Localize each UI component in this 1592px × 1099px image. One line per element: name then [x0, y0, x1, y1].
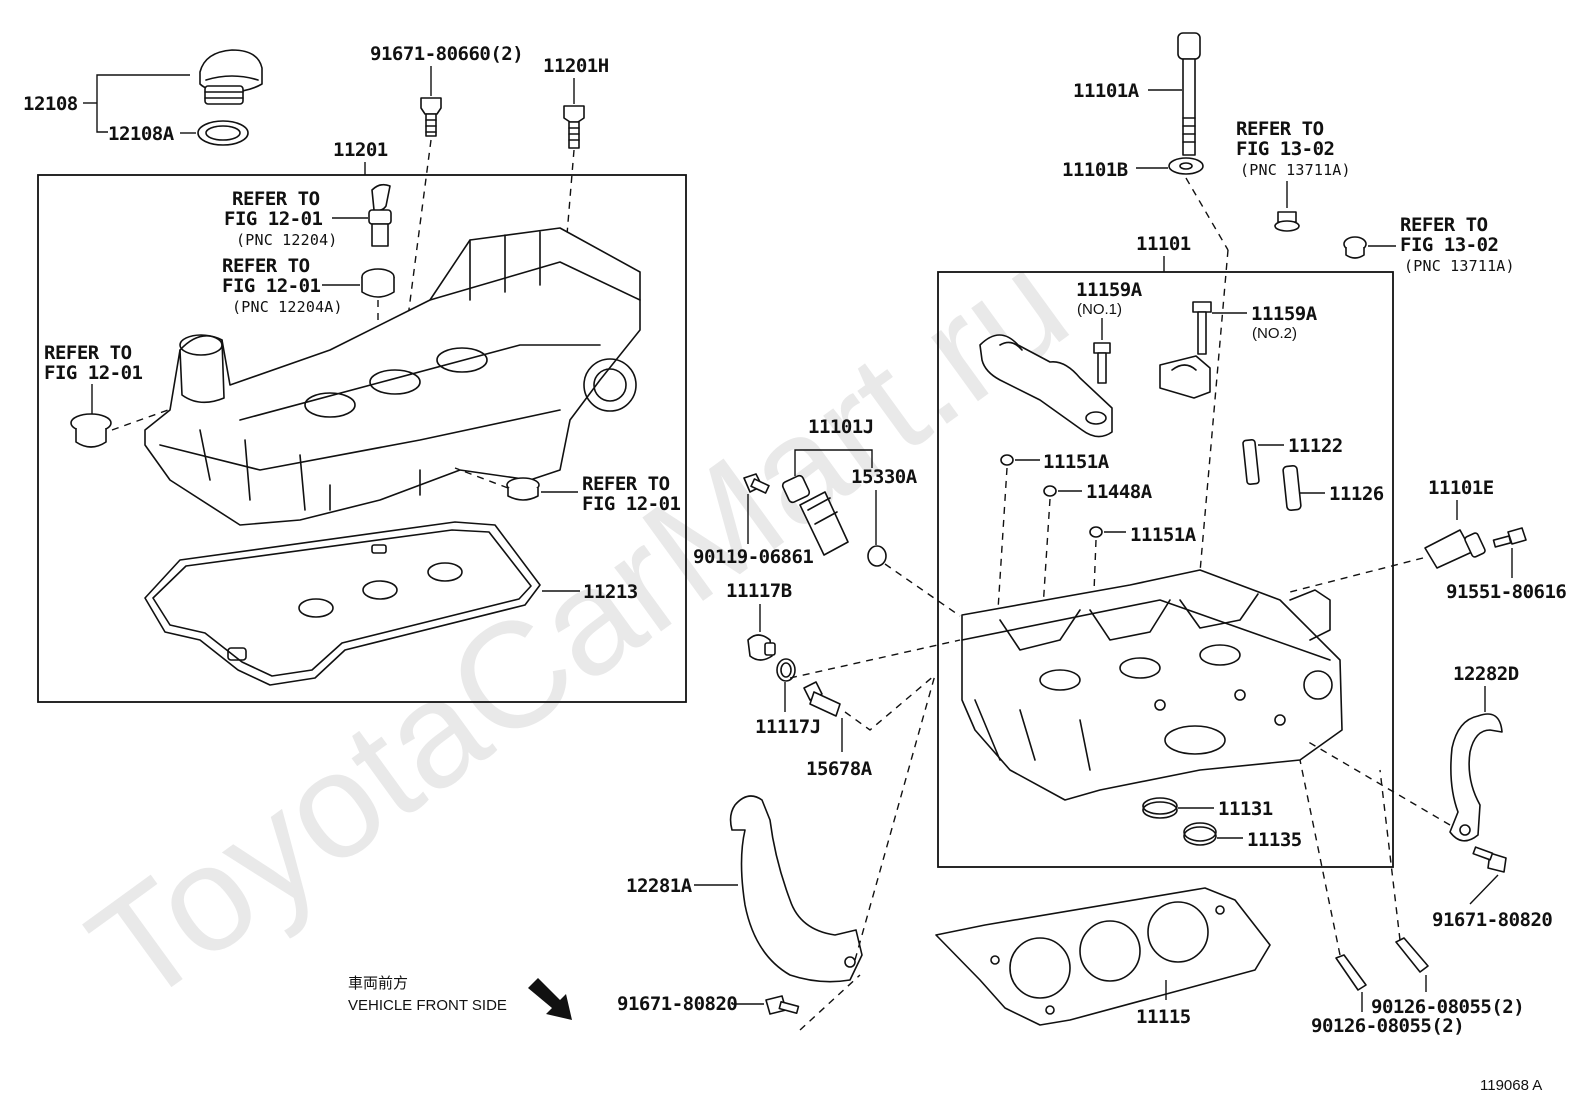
label-12282d: 12282D [1453, 663, 1519, 685]
label-11101j: 11101J [808, 416, 874, 438]
oil-control-valve-icon [781, 474, 849, 556]
label-90126-b: 90126-08055(2) [1371, 996, 1524, 1018]
label-12281a: 12281A [626, 875, 693, 897]
label-refer-13711-a: REFER TO [1236, 118, 1324, 140]
cylinder-head-cover-box [37, 174, 687, 703]
pcv-valve-icon [368, 183, 392, 247]
seal-11135-icon [1183, 822, 1217, 846]
cam-cap-bolt-2-icon [1192, 301, 1212, 355]
label-11159a-2-no: (NO.2) [1252, 325, 1297, 342]
label-91671-80820-l: 91671-80820 [617, 993, 737, 1015]
label-11101: 11101 [1136, 233, 1191, 255]
label-11117j: 11117J [755, 716, 821, 738]
cam-bearing-cap-2-icon [1159, 355, 1211, 399]
label-11159a-2: 11159A [1251, 303, 1318, 325]
label-12108: 12108 [23, 93, 78, 115]
cam-cap-bolt-1-icon [1093, 342, 1111, 384]
oil-filler-cap-icon [199, 49, 263, 105]
label-11448a: 11448A [1086, 481, 1153, 503]
pin-11448a-icon [1043, 485, 1057, 497]
cylinder-head-cover-icon [144, 227, 641, 526]
plug-right-icon [506, 477, 540, 501]
label-11115: 11115 [1136, 1006, 1191, 1028]
plug-13711b-icon [1343, 236, 1367, 259]
valve-guide-11126-icon [1282, 464, 1302, 512]
ocv-bolt-icon [743, 473, 770, 494]
label-refer-13711-b: FIG 13-02 [1236, 138, 1334, 160]
label-11151a-1: 11151A [1043, 451, 1110, 473]
label-refer-12204-b: FIG 12-01 [224, 208, 323, 230]
label-91551-80616: 91551-80616 [1446, 581, 1566, 603]
label-15678a: 15678A [806, 758, 873, 780]
engine-hanger-12282d-icon [1449, 713, 1503, 842]
label-refer-left-a: REFER TO [44, 342, 132, 364]
figure-number: 119068 A [1480, 1077, 1542, 1094]
engine-hanger-12281a-icon [729, 795, 863, 983]
oil-filler-gasket-icon [197, 120, 249, 146]
label-refer-13711b-c: (PNC 13711A) [1404, 257, 1515, 275]
label-11117b: 11117B [726, 580, 792, 602]
grommet-icon [361, 268, 395, 298]
hanger-bolt-l-icon [765, 995, 800, 1015]
cover-bolt-icon [420, 97, 442, 137]
label-15330a: 15330A [851, 466, 918, 488]
label-91671-80660: 91671-80660(2) [370, 43, 523, 65]
label-11126: 11126 [1329, 483, 1384, 505]
label-refer-13711b-a: REFER TO [1400, 214, 1488, 236]
label-refer-right-b: FIG 12-01 [582, 493, 681, 515]
stud-bolt-icon [563, 105, 585, 149]
label-11159a-1: 11159A [1076, 279, 1143, 301]
plug-11117b-icon [747, 634, 776, 661]
label-11101e: 11101E [1428, 477, 1494, 499]
label-refer-left-b: FIG 12-01 [44, 362, 143, 384]
head-bolt-icon [1177, 32, 1201, 156]
front-arrow-icon [528, 978, 572, 1020]
label-refer-13711-c: (PNC 13711A) [1240, 161, 1351, 179]
hanger-bolt-r-icon [1472, 846, 1507, 873]
label-refer-12204a-a: REFER TO [222, 255, 310, 277]
plug-left-icon [70, 413, 112, 448]
label-11101a: 11101A [1073, 80, 1140, 102]
front-note-en: VEHICLE FRONT SIDE [348, 997, 507, 1014]
label-11201: 11201 [333, 139, 388, 161]
gasket-11117j-icon [776, 658, 796, 682]
union-bolt-15678a-icon [803, 681, 841, 717]
label-11131: 11131 [1218, 798, 1273, 820]
o-ring-icon [867, 545, 887, 567]
label-refer-12204a-c: (PNC 12204A) [232, 298, 343, 316]
label-refer-13711b-b: FIG 13-02 [1400, 234, 1498, 256]
pin-11151a-1-icon [1000, 454, 1014, 466]
label-refer-12204a-b: FIG 12-01 [222, 275, 321, 297]
head-gasket-icon [935, 887, 1271, 1026]
label-refer-right-a: REFER TO [582, 473, 670, 495]
label-11135: 11135 [1247, 829, 1302, 851]
label-11151a-2: 11151A [1130, 524, 1197, 546]
pin-11151a-2-icon [1089, 526, 1103, 538]
label-11159a-1-no: (NO.1) [1077, 301, 1122, 318]
label-12108a: 12108A [108, 123, 175, 145]
cylinder-head-box [937, 271, 1394, 868]
label-11201h: 11201H [543, 55, 609, 77]
label-91671-80820-r: 91671-80820 [1432, 909, 1552, 931]
head-bolt-washer-icon [1168, 157, 1204, 175]
label-11101b: 11101B [1062, 159, 1128, 181]
stud-90126-a-icon [1335, 954, 1367, 991]
cylinder-head-icon [961, 569, 1343, 801]
sensor-11101e-icon [1424, 529, 1486, 569]
cover-gasket-icon [144, 521, 541, 686]
label-11213: 11213 [583, 581, 638, 603]
sensor-bolt-icon [1492, 527, 1527, 548]
plug-13711-icon [1274, 211, 1300, 232]
label-90119-06861: 90119-06861 [693, 546, 813, 568]
cam-bearing-cap-1-icon [979, 334, 1113, 438]
label-refer-12204-c: (PNC 12204) [236, 231, 338, 249]
stud-90126-b-icon [1395, 937, 1429, 973]
seal-11131-icon [1142, 797, 1178, 819]
label-refer-12204-a: REFER TO [232, 188, 320, 210]
front-note-jp: 車両前方 [348, 975, 408, 992]
label-90126-a: 90126-08055(2) [1311, 1015, 1464, 1037]
valve-guide-11122-icon [1242, 438, 1260, 486]
label-11122: 11122 [1288, 435, 1343, 457]
